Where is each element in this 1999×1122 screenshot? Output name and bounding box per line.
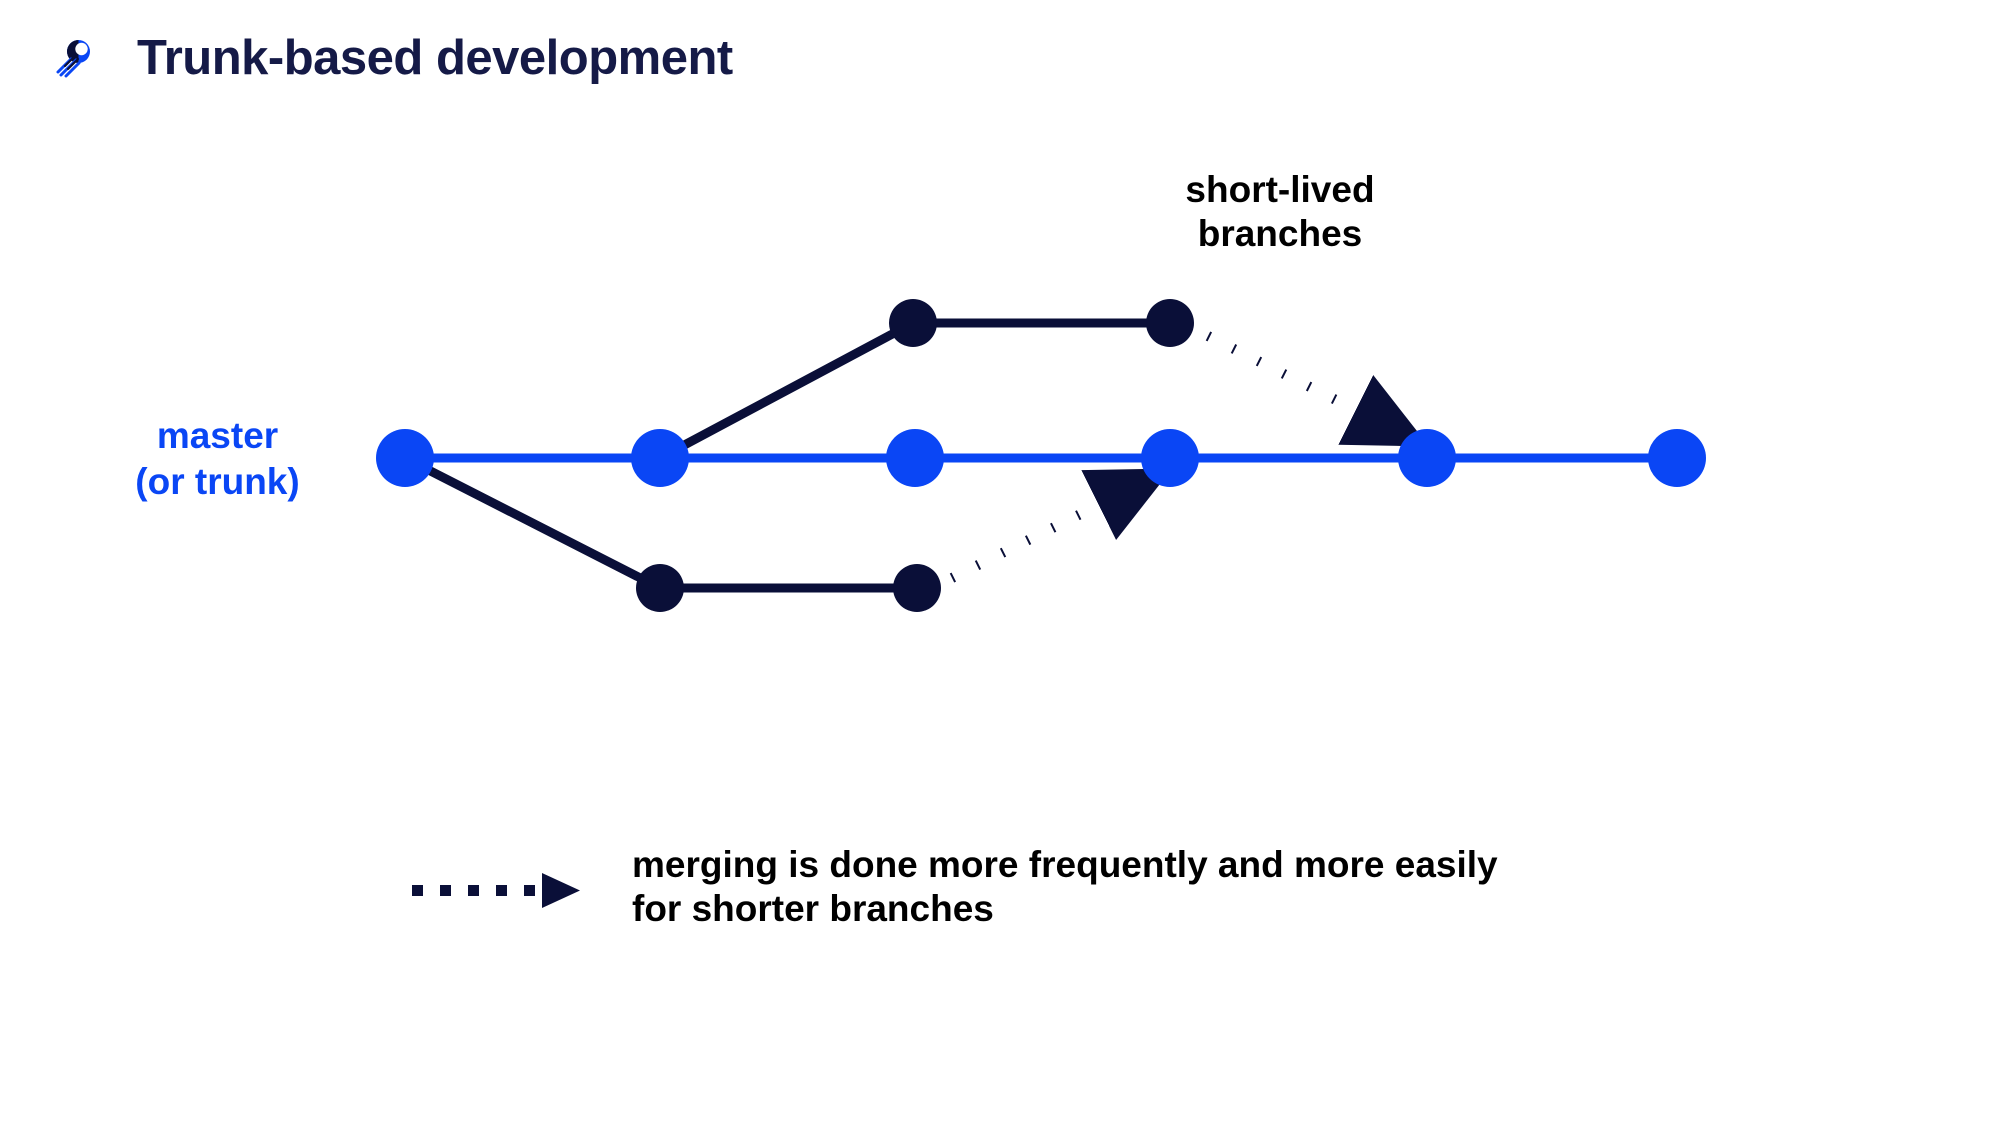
branches-label-line1: short-lived [1185, 169, 1375, 210]
master-node-2[interactable] [631, 429, 689, 487]
lower-merge-arrow [949, 468, 1173, 583]
connector-master-to-lower-branch [400, 453, 665, 593]
upper-merge-arrow [1205, 331, 1430, 447]
master-label-line2: (or trunk) [135, 461, 300, 503]
master-branch-label: master (or trunk) [110, 413, 325, 506]
connector-master-to-upper-branch [655, 318, 918, 463]
branch-node-upper-1[interactable] [889, 299, 937, 347]
master-node-4[interactable] [1141, 429, 1199, 487]
branches-label-line2: branches [1197, 212, 1363, 254]
rocket-comet-icon [52, 36, 94, 78]
legend-text: merging is done more frequently and more… [632, 843, 1752, 930]
legend-line1: merging is done more frequently and more… [632, 844, 1498, 885]
page-title: Trunk-based development [137, 31, 733, 85]
branch-node-lower-1[interactable] [636, 564, 684, 612]
master-node-1[interactable] [376, 429, 434, 487]
master-node-5[interactable] [1398, 429, 1456, 487]
master-label-line1: master [156, 415, 279, 456]
master-node-6[interactable] [1648, 429, 1706, 487]
slide-header: Trunk-based development [0, 0, 1999, 110]
legend: merging is done more frequently and more… [410, 843, 1810, 955]
branch-node-lower-2[interactable] [893, 564, 941, 612]
short-lived-branches-label: short-lived branches [1120, 168, 1440, 255]
branch-node-upper-2[interactable] [1146, 299, 1194, 347]
dotted-arrow-icon [410, 865, 590, 915]
master-node-3[interactable] [886, 429, 944, 487]
legend-line2: for shorter branches [632, 887, 994, 929]
